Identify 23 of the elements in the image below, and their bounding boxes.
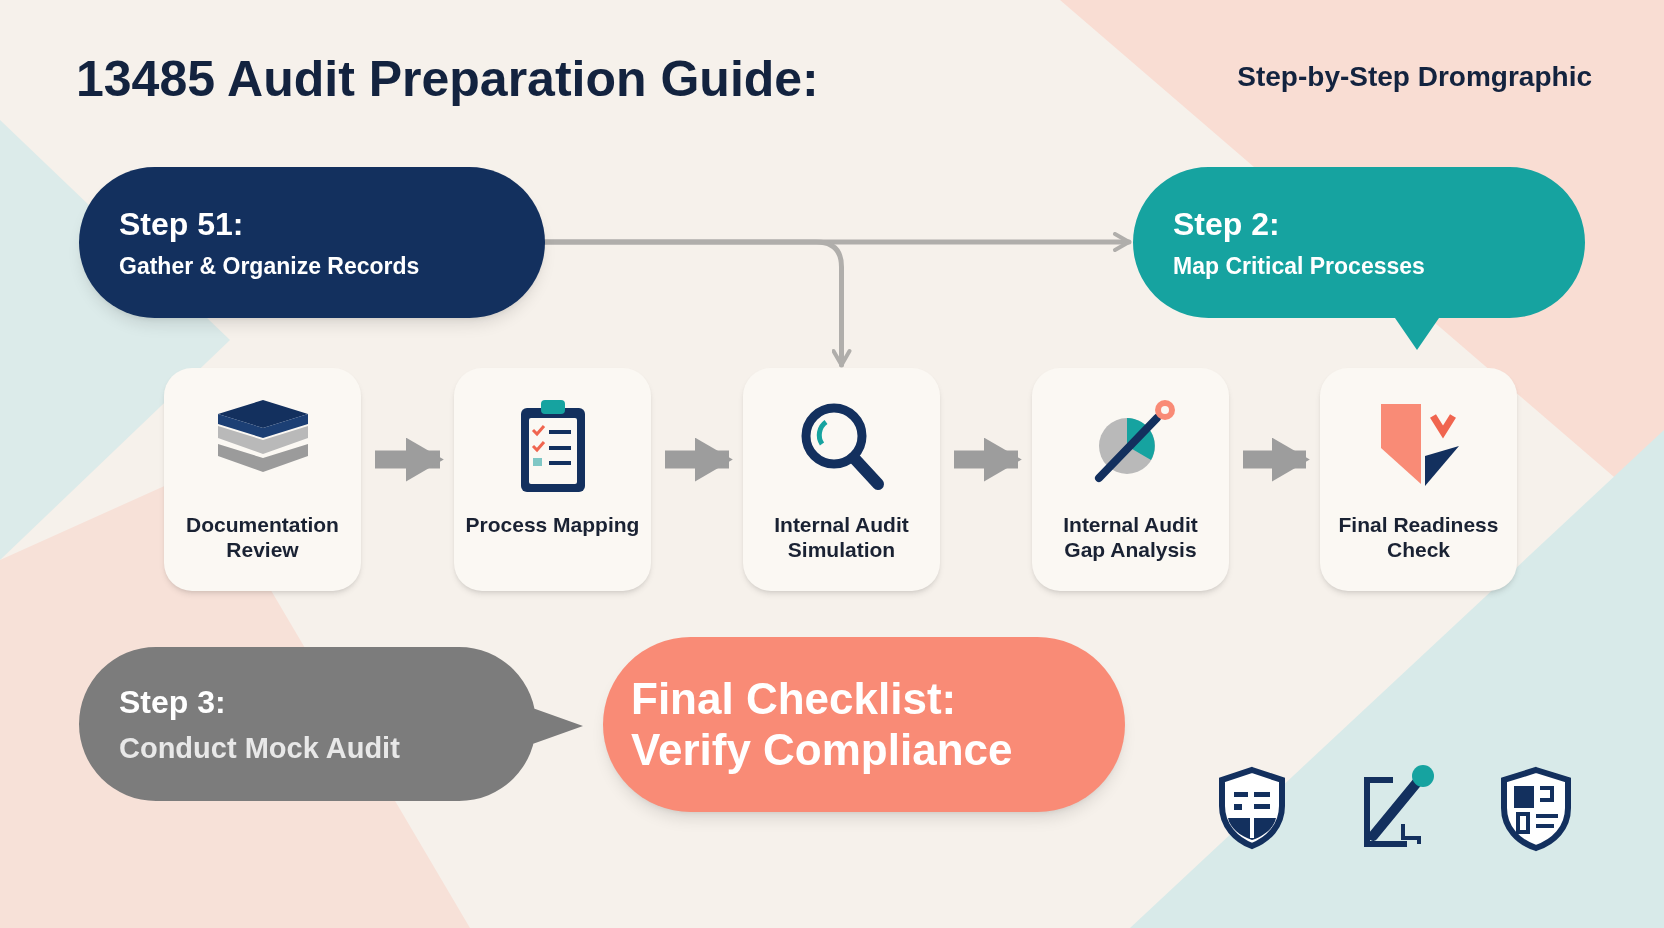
arrow bbox=[1243, 440, 1310, 479]
subtitle: Step-by-Step Dromgraphic bbox=[1237, 60, 1592, 94]
step-heading: Step 3: bbox=[119, 682, 227, 722]
step-heading: Step 2: bbox=[1173, 205, 1281, 245]
arrow bbox=[375, 440, 444, 479]
checklist-title: Final Checklist: Verify Compliance bbox=[631, 673, 1014, 776]
card-label: Final Readiness Check bbox=[1337, 512, 1500, 563]
arrow bbox=[954, 440, 1022, 479]
title: 13485 Audit Preparation Guide: bbox=[76, 50, 819, 109]
step-card bbox=[454, 368, 651, 591]
card-label: Documentation Review bbox=[185, 512, 340, 563]
card-label: Internal Audit Simulation bbox=[773, 512, 910, 563]
step-description: Conduct Mock Audit bbox=[119, 730, 401, 766]
card-label: Process Mapping bbox=[464, 512, 641, 538]
card-label: Internal Audit Gap Analysis bbox=[1062, 512, 1199, 563]
step-heading: Step 51: bbox=[119, 205, 245, 245]
step-card bbox=[164, 368, 361, 591]
step-card bbox=[1320, 368, 1517, 591]
arrow bbox=[665, 440, 733, 479]
step-card bbox=[743, 368, 940, 591]
step-description: Gather & Organize Records bbox=[119, 252, 421, 281]
step-card bbox=[1032, 368, 1229, 591]
step-description: Map Critical Processes bbox=[1173, 252, 1426, 281]
